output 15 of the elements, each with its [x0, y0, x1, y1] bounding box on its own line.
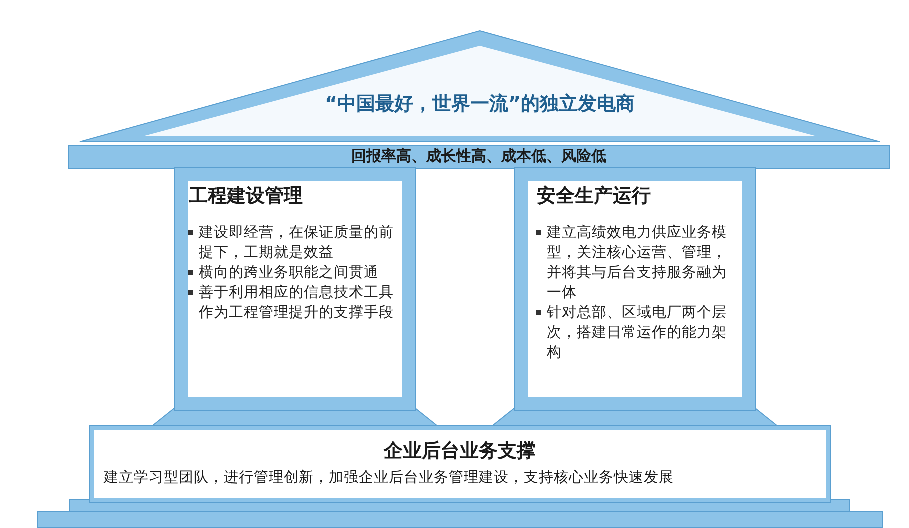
bullet-text: 善于利用相应的信息技术工具作为工程管理提升的支撑手段: [189, 283, 398, 323]
beam-text: 回报率高、成长性高、成本低、风险低: [350, 147, 608, 166]
foundation-text: 建立学习型团队，进行管理创新，加强企业后台业务管理建设，支持核心业务快速发展: [104, 468, 674, 487]
foundation-panel: [90, 426, 830, 502]
bullet-text: 建设即经营，在保证质量的前提下，工期就是效益: [189, 223, 398, 263]
pillar-heading: 安全生产运行: [537, 184, 652, 209]
roof-title: “中国最好，世界一流”的独立发电商: [324, 92, 636, 117]
beam-bar: [68, 145, 890, 169]
bullet-text: 横向的跨业务职能之间贯通: [189, 263, 398, 283]
pillar-heading: 工程建设管理: [189, 184, 304, 209]
bullet-text: 针对总部、区域电厂两个层次，搭建日常运作的能力架构: [537, 303, 738, 363]
pillar-panel: [515, 168, 755, 410]
bullet-text: 建立高绩效电力供应业务模型，关注核心运营、管理，并将其与后台支持服务融为一体: [537, 223, 738, 303]
pillar-panel: [175, 168, 415, 410]
foundation-heading: 企业后台业务支撑: [382, 439, 537, 464]
